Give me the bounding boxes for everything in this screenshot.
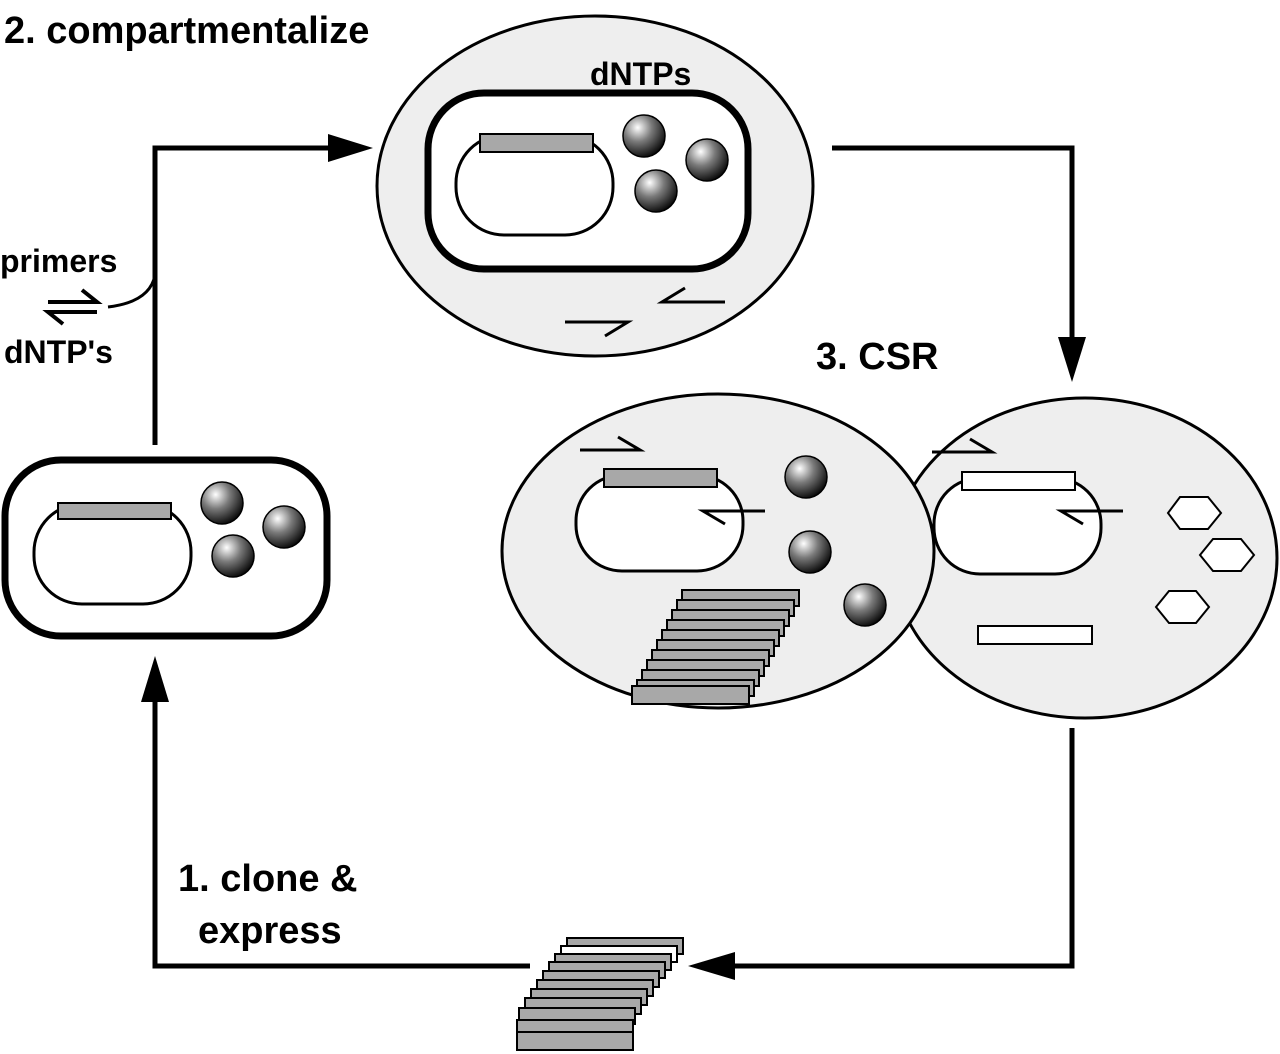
arrowhead-right	[328, 134, 373, 162]
polymerase-ball	[262, 505, 306, 549]
arrowhead-left	[688, 952, 735, 980]
amplified-product-stack	[631, 589, 800, 705]
step3-label: 3. CSR	[816, 336, 939, 378]
dntp-prime-label: dNTP's	[4, 334, 113, 370]
arrow-csr-to-library	[735, 728, 1075, 969]
expressing-cell	[1, 456, 331, 640]
equilibrium-arrows-icon	[42, 288, 103, 326]
gene-inactive	[961, 471, 1076, 491]
polymerase-ball	[200, 481, 244, 525]
polymerase-ball	[634, 169, 678, 213]
arrow-library-to-cell	[152, 690, 530, 969]
arrowhead-down	[1058, 337, 1086, 382]
polymerase-ball	[843, 583, 887, 627]
library-stack	[516, 937, 684, 1051]
primer-arrows	[565, 286, 725, 338]
step2-label: 2. compartmentalize	[4, 10, 370, 52]
gene	[603, 468, 718, 488]
arrow-emulsion-to-csr	[832, 145, 1075, 352]
arrowheads	[141, 134, 1086, 980]
dntps-label: dNTPs	[590, 56, 692, 92]
polymerase-ball	[622, 114, 666, 158]
polymerase-ball	[788, 530, 832, 574]
plasmid	[932, 476, 1103, 576]
gene	[479, 133, 594, 153]
arrowhead-up	[141, 656, 169, 702]
primers-label: primers	[0, 243, 118, 279]
polymerase-ball	[685, 138, 729, 182]
cycle-arrows	[152, 145, 1075, 969]
arrow-cell-to-emulsion	[152, 145, 340, 445]
gene	[57, 502, 172, 520]
inactive-polymerase-hexagon	[1154, 496, 1256, 624]
csr-droplets	[500, 392, 1279, 720]
primers-curve	[107, 274, 157, 309]
unamplified-gene	[977, 625, 1093, 645]
step1-label-line2: express	[198, 910, 342, 952]
polymerase-ball	[784, 455, 828, 499]
emulsion-droplet	[375, 14, 815, 358]
polymerase-ball	[211, 534, 255, 578]
plasmid	[574, 473, 745, 573]
step1-label-line1: 1. clone &	[178, 858, 358, 900]
